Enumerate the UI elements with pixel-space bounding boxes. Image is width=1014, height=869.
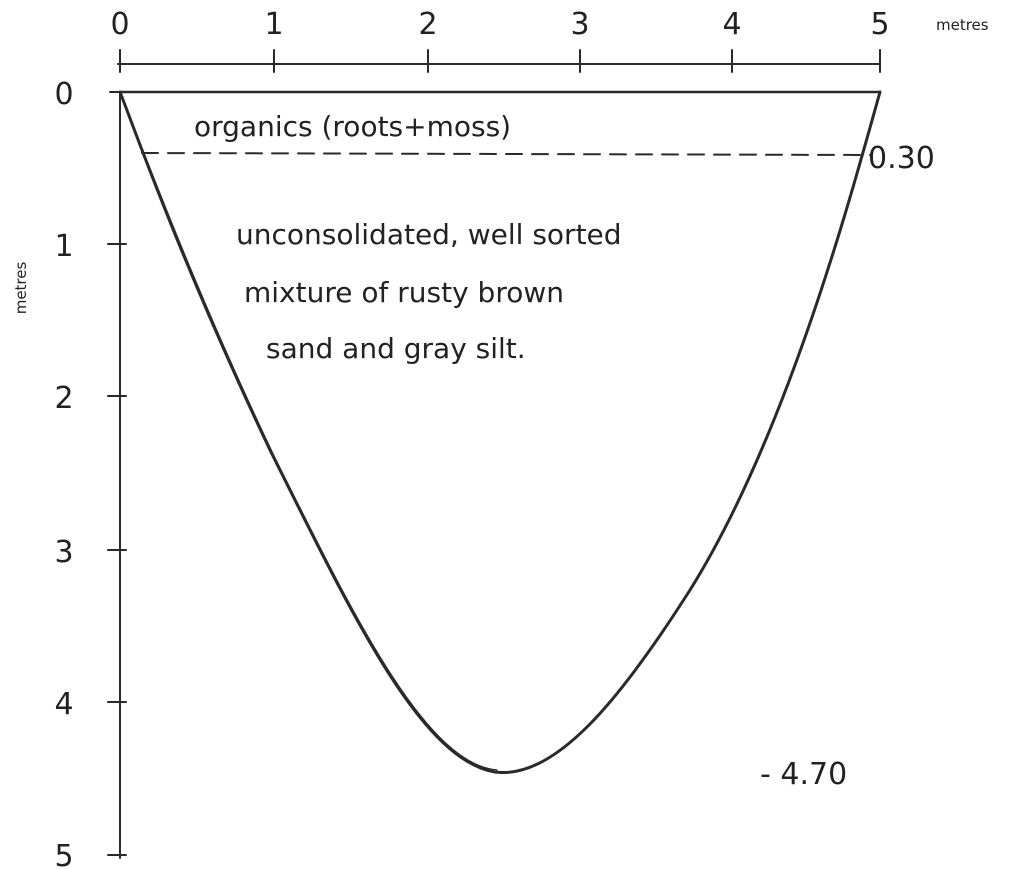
left-tick-label: 0: [54, 77, 73, 112]
channel-profile-overtrace: [122, 98, 497, 770]
left-tick-label: 3: [54, 535, 73, 570]
top-tick-label: 4: [722, 7, 741, 42]
left-axis: 0 1 2 3 4 5 metres: [12, 77, 126, 869]
organics-boundary-line: [142, 153, 872, 155]
left-tick-label: 2: [54, 381, 73, 416]
left-axis-unit-label: metres: [12, 262, 30, 315]
sediment-description-line: unconsolidated, well sorted: [236, 218, 622, 251]
organics-label: organics (roots+moss): [194, 110, 511, 143]
top-axis: 0 1 2 3 4 5 metres: [110, 7, 988, 72]
organics-depth-label: 0.30: [868, 141, 935, 176]
channel-profile-outline: [120, 92, 880, 773]
top-tick-label: 1: [264, 7, 283, 42]
top-tick-label: 3: [570, 7, 589, 42]
sediment-description-line: mixture of rusty brown: [244, 276, 564, 309]
top-tick-label: 5: [870, 7, 889, 42]
sediment-description-line: sand and gray silt.: [266, 332, 526, 365]
left-tick-label: 4: [54, 687, 73, 722]
top-tick-label: 2: [418, 7, 437, 42]
left-tick-label: 5: [54, 839, 73, 869]
left-tick-label: 1: [54, 229, 73, 264]
max-depth-label: - 4.70: [760, 757, 847, 792]
top-axis-unit-label: metres: [936, 16, 989, 34]
top-tick-label: 0: [110, 7, 129, 42]
